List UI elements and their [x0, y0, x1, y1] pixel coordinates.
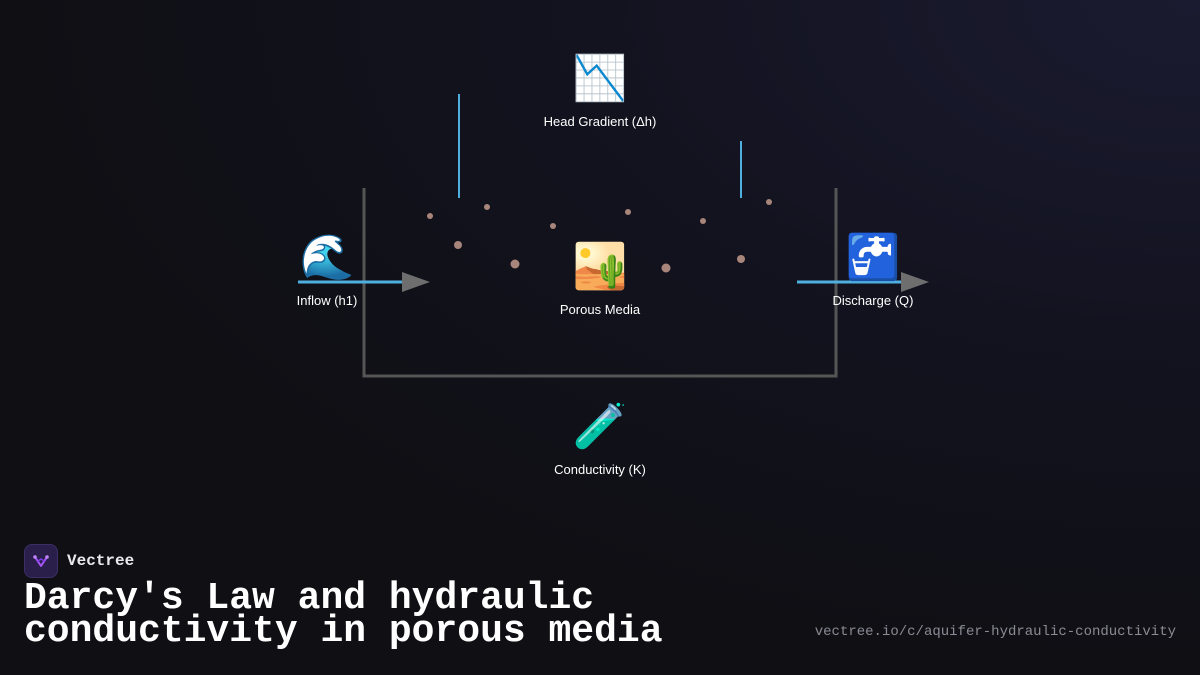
sand-grain — [625, 209, 631, 215]
page-title: Darcy's Law and hydraulic conductivity i… — [24, 577, 663, 653]
discharge-label: Discharge (Q) — [832, 293, 914, 308]
water-wave-icon: 🌊 — [299, 232, 355, 283]
sand-grain — [484, 204, 490, 210]
vectree-logo-icon — [24, 544, 58, 578]
test-tube-icon: 🧪 — [572, 401, 628, 452]
head-gradient-label: Head Gradient (Δh) — [543, 114, 657, 129]
porous-media-label: Porous Media — [559, 302, 641, 317]
inflow-label: Inflow (h1) — [296, 293, 358, 308]
inflow-node: 🌊 Inflow (h1) — [247, 232, 407, 309]
sand-grain — [700, 218, 706, 224]
sand-grain — [737, 255, 745, 263]
discharge-arrowhead — [901, 272, 929, 292]
sand-grains — [427, 199, 772, 273]
sand-grain — [510, 259, 520, 269]
desert-icon: 🏜️ — [572, 241, 628, 292]
brand: Vectree — [24, 544, 134, 578]
brand-name: Vectree — [67, 552, 135, 570]
faucet-icon: 🚰 — [845, 232, 901, 283]
sand-grain — [427, 213, 433, 219]
sand-grain — [661, 263, 671, 273]
sand-grain — [550, 223, 556, 229]
conductivity-label: Conductivity (K) — [554, 462, 646, 477]
discharge-node: 🚰 Discharge (Q) — [793, 232, 953, 309]
head-gradient-node: 📉 Head Gradient (Δh) — [520, 53, 680, 130]
sand-grain — [766, 199, 772, 205]
inflow-arrowhead — [402, 272, 430, 292]
porous-media-node: 🏜️ Porous Media — [520, 241, 680, 318]
sand-grain — [454, 241, 462, 249]
source-url: vectree.io/c/aquifer-hydraulic-conductiv… — [814, 624, 1176, 640]
chart-decreasing-icon: 📉 — [572, 53, 628, 104]
conductivity-node: 🧪 Conductivity (K) — [520, 401, 680, 478]
